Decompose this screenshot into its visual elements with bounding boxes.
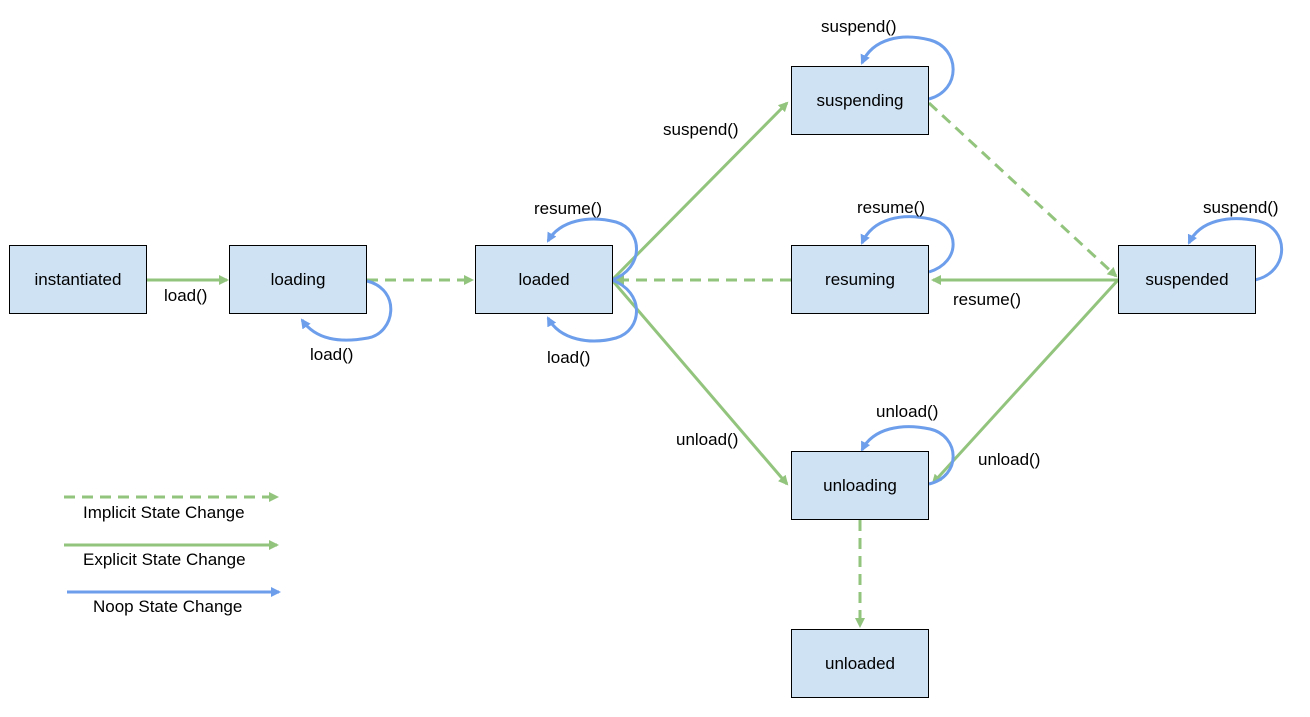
legend-implicit-label: Implicit State Change (83, 503, 245, 522)
edge-label-resuming-self: resume() (857, 198, 926, 217)
noop-transitions (300, 35, 1284, 486)
implicit-transitions (367, 101, 1118, 628)
loop-loaded-bottom (546, 278, 638, 343)
state-label: suspended (1145, 269, 1229, 289)
state-label: loading (270, 269, 326, 289)
loop-loading (300, 279, 393, 342)
state-resuming: resuming (791, 245, 929, 314)
state-label: instantiated (34, 269, 122, 289)
edge-label-suspended-unloading: unload() (978, 450, 1041, 469)
edge-label-suspended-resuming: resume() (953, 290, 1022, 309)
state-suspending: suspending (791, 66, 929, 135)
loop-suspending (860, 35, 955, 101)
state-loaded: loaded (475, 245, 613, 314)
state-loading: loading (229, 245, 367, 314)
state-unloaded: unloaded (791, 629, 929, 698)
state-label: unloading (823, 475, 897, 495)
legend-explicit-label: Explicit State Change (83, 550, 246, 569)
loop-suspended (1187, 217, 1284, 282)
state-label: resuming (825, 269, 895, 289)
legend-lines (64, 492, 281, 597)
state-label: unloaded (825, 653, 895, 673)
edge-label-loading-self: load() (310, 345, 354, 364)
state-unloading: unloading (791, 451, 929, 520)
edge-label-loaded-unloading: unload() (676, 430, 739, 449)
edge-loaded-suspending (610, 101, 789, 282)
state-label: loaded (518, 269, 570, 289)
edge-label-loaded-self-bottom: load() (547, 348, 591, 367)
edge-label-suspending-self: suspend() (821, 17, 897, 36)
edge-label-unloading-self: unload() (876, 402, 939, 421)
loop-resuming (860, 215, 955, 274)
edge-label-loaded-self-top: resume() (534, 199, 603, 218)
loop-loaded-top (546, 217, 638, 282)
state-instantiated: instantiated (9, 245, 147, 314)
edge-suspended-unloading (931, 278, 1120, 485)
edge-loaded-unloading (610, 279, 789, 486)
loop-unloading (860, 425, 955, 486)
edge-label-loaded-suspending: suspend() (663, 120, 739, 139)
explicit-transitions (147, 101, 1120, 486)
legend-noop-label: Noop State Change (93, 597, 243, 616)
edge-label-suspended-self: suspend() (1203, 198, 1279, 217)
state-label: suspending (816, 90, 904, 110)
edge-suspending-suspended (927, 101, 1118, 278)
edge-label-instantiated-loading: load() (164, 286, 208, 305)
state-suspended: suspended (1118, 245, 1256, 314)
